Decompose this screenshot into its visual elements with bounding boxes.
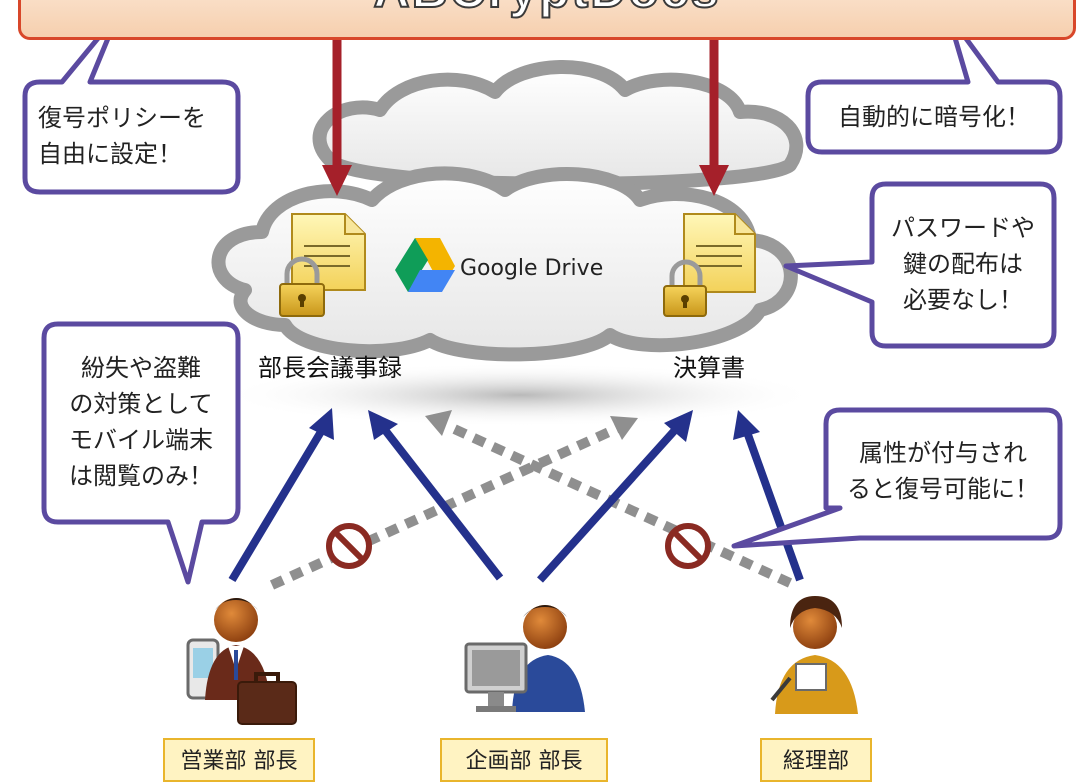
bubble-auto-encrypt-line: 自動的に暗号化！ bbox=[838, 103, 1030, 131]
bubble-policy-line-2: 自由に設定！ bbox=[38, 140, 182, 168]
bubble-no-key-line-1: パスワードや bbox=[891, 214, 1035, 242]
bubble-auto-encrypt bbox=[805, 11, 1063, 155]
bubble-no-key-line-2: 鍵の配布は bbox=[903, 250, 1023, 278]
no-entry-icon-left bbox=[326, 523, 372, 569]
bubble-attribute-line-1: 属性が付与され bbox=[859, 439, 1027, 467]
bubble-mobile-line-3: モバイル端末 bbox=[69, 426, 213, 454]
encrypted-document-icon-left bbox=[279, 213, 366, 317]
bubble-policy bbox=[22, 11, 241, 195]
bubble-no-key-line-3: 必要なし！ bbox=[903, 286, 1023, 314]
access-arrow-accounting-to-right-doc bbox=[733, 410, 804, 582]
bubble-no-key bbox=[783, 181, 1057, 349]
page-title: ABCryptDocs bbox=[21, 0, 1073, 19]
bubble-attribute bbox=[731, 407, 1063, 549]
document-label-right: 決算書 bbox=[673, 354, 745, 382]
accounting-staff-icon bbox=[770, 596, 858, 714]
bubble-policy-line-1: 復号ポリシーを bbox=[38, 104, 206, 132]
bubble-policy-text: 復号ポリシーを 自由に設定！ bbox=[38, 100, 228, 172]
bubble-auto-encrypt-text: 自動的に暗号化！ bbox=[810, 99, 1058, 135]
access-arrow-sales-to-left-doc bbox=[228, 408, 334, 583]
encrypt-arrowhead-right bbox=[699, 165, 729, 196]
bubble-attribute-line-2: ると復号可能に！ bbox=[847, 475, 1039, 503]
role-label-planning: 企画部 部長 bbox=[440, 738, 608, 782]
no-entry-icon-right bbox=[665, 523, 711, 569]
back-cloud bbox=[312, 60, 804, 191]
denied-arrow-sales-to-right-doc bbox=[269, 416, 638, 590]
access-arrow-planning-to-right-doc bbox=[537, 410, 693, 583]
planning-manager-icon bbox=[464, 605, 585, 712]
bubble-no-key-text: パスワードや 鍵の配布は 必要なし！ bbox=[878, 210, 1048, 318]
bubble-mobile bbox=[41, 321, 241, 585]
role-label-accounting: 経理部 bbox=[760, 738, 872, 782]
sales-manager-icon bbox=[186, 598, 297, 725]
denied-arrow-accounting-to-left-doc bbox=[425, 410, 793, 588]
google-drive-icon bbox=[395, 238, 455, 292]
title-banner: ABCryptDocs bbox=[18, 0, 1076, 40]
encrypt-arrowhead-left bbox=[322, 165, 352, 196]
google-drive-label: Google Drive bbox=[460, 256, 604, 281]
bubble-mobile-line-1: 紛失や盗難 bbox=[81, 354, 201, 382]
document-label-left: 部長会議事録 bbox=[258, 354, 402, 382]
encrypted-document-icon-right bbox=[663, 213, 756, 317]
bubble-mobile-line-4: は閲覧のみ！ bbox=[69, 462, 213, 490]
role-label-sales: 営業部 部長 bbox=[163, 738, 315, 782]
bubble-mobile-line-2: の対策として bbox=[69, 390, 213, 418]
bubble-attribute-text: 属性が付与され ると復号可能に！ bbox=[830, 435, 1056, 507]
bubble-mobile-text: 紛失や盗難 の対策として モバイル端末 は閲覧のみ！ bbox=[46, 350, 236, 494]
access-arrow-planning-to-left-doc bbox=[368, 410, 504, 581]
